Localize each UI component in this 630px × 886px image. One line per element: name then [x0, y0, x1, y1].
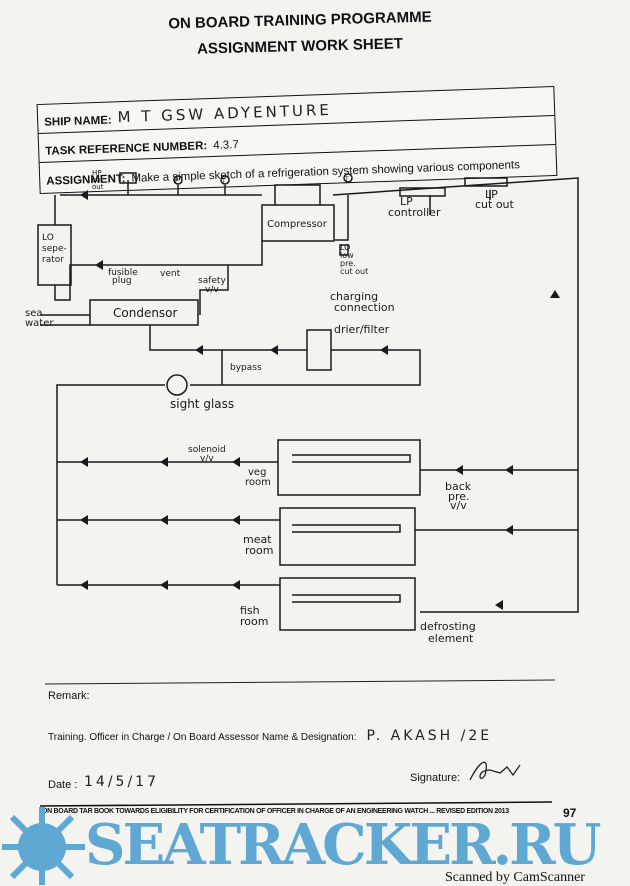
- temp-gauge-label: T: [221, 178, 226, 185]
- date-label: Date :: [48, 779, 78, 791]
- officer-label: Training. Officer in Charge / On Board A…: [48, 732, 357, 743]
- watermark: SEATRACKER.RU: [85, 812, 602, 878]
- page-number: 97: [563, 806, 577, 820]
- fish-room-box: [279, 577, 416, 631]
- date-value: 14/5/17: [84, 774, 159, 790]
- pressure-gauge-label: P: [175, 178, 179, 185]
- sight-glass: [166, 374, 188, 396]
- book-text: ON BOARD TAR BOOK TOWARDS ELIGIBILITY FO…: [42, 808, 509, 815]
- condensor-box: [89, 299, 199, 326]
- veg-room-box: [277, 439, 421, 496]
- signature-label: Signature:: [410, 772, 461, 784]
- camscanner-label: Scanned by CamScanner: [445, 870, 585, 885]
- temp-gauge-label-2: T: [344, 176, 349, 183]
- hp-label: HP: [92, 169, 102, 177]
- sun-logo-icon: [2, 807, 85, 885]
- signature: [469, 761, 521, 781]
- meat-room-box: [279, 507, 416, 566]
- officer-row: Training. Officer in Charge / On Board A…: [48, 728, 492, 744]
- svg-text:sight glass: sight glass: [170, 397, 234, 411]
- compressor-label: Compressor: [267, 219, 328, 230]
- drier-filter-box: [306, 329, 332, 371]
- svg-text:drier/filter: drier/filter: [334, 323, 390, 336]
- lo-separator-box: [37, 224, 72, 286]
- condensor-label: Condensor: [113, 306, 178, 320]
- svg-text:bypass: bypass: [230, 363, 262, 373]
- officer-value: P. AKASH /2E: [366, 728, 493, 744]
- svg-text:vent: vent: [160, 269, 181, 279]
- top-line: [60, 177, 579, 613]
- compressor-box: [261, 204, 335, 242]
- remark-label: Remark:: [48, 690, 90, 702]
